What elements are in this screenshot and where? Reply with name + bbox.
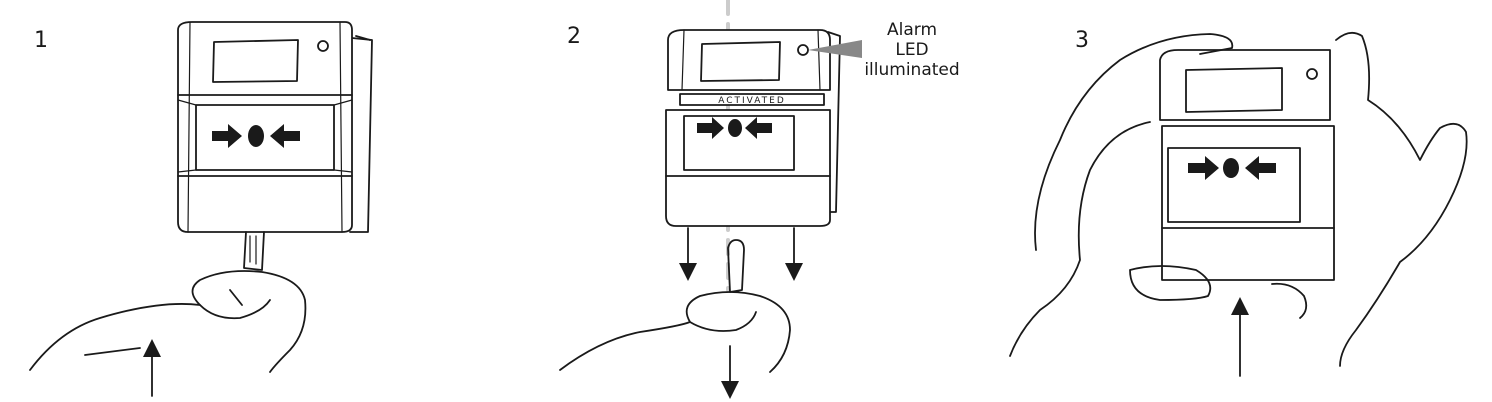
callout-pointer <box>808 40 862 58</box>
hand-outline <box>29 270 307 373</box>
device-led-icon <box>317 40 329 52</box>
right-hand-outline <box>1335 31 1468 367</box>
step-1-illustration <box>29 21 373 397</box>
device-display-window <box>1185 67 1283 113</box>
device-front-panel <box>1167 147 1301 223</box>
activated-label: ACTIVATED <box>718 96 786 106</box>
step-3-number: 3 <box>1075 28 1089 53</box>
hand-outline <box>559 291 791 373</box>
step-2-number: 2 <box>567 24 581 49</box>
step-1-number: 1 <box>34 28 48 53</box>
device-top-housing <box>667 29 831 91</box>
device-lower-housing <box>1161 125 1335 281</box>
device-display-window <box>212 39 299 83</box>
device-led-icon <box>1306 68 1318 80</box>
callout-line-1: Alarm <box>886 20 938 40</box>
device-side-panel <box>349 37 373 233</box>
callout-line-2: LED <box>895 40 929 60</box>
device-front-panel <box>683 115 795 171</box>
press-symbol-icon <box>697 117 772 139</box>
device-body <box>177 21 353 233</box>
press-symbol-icon <box>1188 156 1276 180</box>
alarm-led-callout: Alarm LED illuminated <box>852 20 972 80</box>
step-2-illustration <box>559 0 862 399</box>
press-symbol-icon <box>212 124 300 148</box>
step-3-illustration <box>1009 31 1468 377</box>
left-hand-outline <box>1034 33 1234 251</box>
activated-strip <box>679 93 825 106</box>
callout-line-3: illuminated <box>864 60 960 80</box>
reset-key-icon <box>243 231 265 271</box>
device-top-housing <box>1159 49 1331 121</box>
reset-key-icon <box>727 239 745 293</box>
device-lower-housing <box>665 109 831 227</box>
device-display-window <box>700 41 781 82</box>
